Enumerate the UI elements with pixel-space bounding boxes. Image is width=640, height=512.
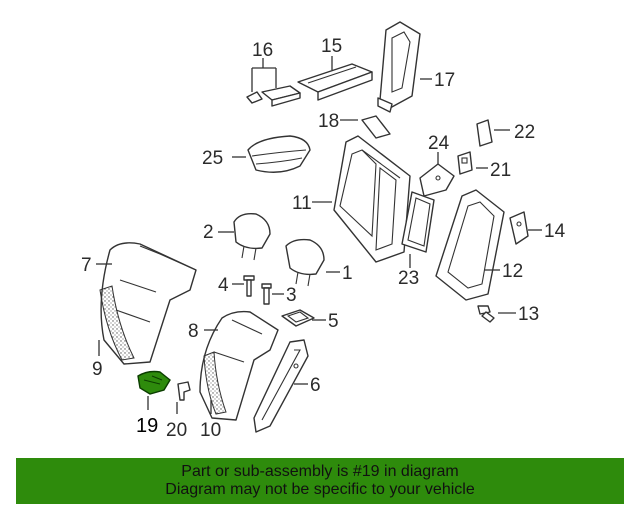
part-11-seatback-frame[interactable]	[333, 135, 411, 263]
part-19-highlighted[interactable]	[137, 370, 171, 395]
part-16-armrest-lid[interactable]	[246, 85, 301, 107]
callout-24: 24	[428, 133, 450, 154]
part-2-headrest[interactable]	[233, 212, 271, 261]
callout-25: 25	[202, 148, 223, 169]
banner-line-2: Diagram may not be specific to your vehi…	[165, 481, 475, 498]
part-4-guide[interactable]	[243, 275, 255, 297]
part-1-headrest[interactable]	[285, 238, 325, 287]
part-9-seatback-foam[interactable]	[99, 285, 135, 361]
callout-7: 7	[81, 255, 92, 276]
callout-1: 1	[342, 263, 353, 284]
callout-11: 11	[292, 193, 312, 214]
callout-15: 15	[321, 36, 342, 57]
callout-20: 20	[166, 420, 187, 441]
info-banner: Part or sub-assembly is #19 in diagram D…	[16, 458, 624, 504]
callout-12: 12	[502, 261, 523, 282]
callout-5: 5	[328, 311, 339, 332]
callout-18: 18	[318, 111, 339, 132]
callout-8: 8	[188, 321, 199, 342]
callout-6: 6	[310, 375, 321, 396]
part-10-seatback-foam[interactable]	[203, 351, 227, 415]
seat-exploded-diagram: 16 15 17 18 22 24 21 25 11 2 14 7 1 12 2…	[81, 21, 566, 441]
callout-2: 2	[203, 222, 214, 243]
part-15-armrest-tray[interactable]	[297, 63, 373, 101]
callout-19: 19	[136, 415, 158, 437]
part-21-cover[interactable]	[457, 151, 473, 175]
callout-labels: 16 15 17 18 22 24 21 25 11 2 14 7 1 12 2…	[81, 36, 566, 441]
part-22-bracket[interactable]	[476, 119, 493, 147]
callout-10: 10	[200, 420, 221, 441]
part-24-panel[interactable]	[419, 163, 455, 197]
callout-3: 3	[286, 285, 297, 306]
part-7-seatback-cover[interactable]	[100, 242, 197, 365]
part-6-side-trim[interactable]	[253, 339, 309, 433]
banner-line-1: Part or sub-assembly is #19 in diagram	[181, 463, 459, 480]
part-25-armrest-cushion[interactable]	[247, 135, 311, 173]
leader-lines	[96, 56, 542, 414]
part-5-pad[interactable]	[281, 309, 315, 327]
part-13-bolt[interactable]	[477, 305, 495, 323]
part-14-hinge-bracket[interactable]	[509, 211, 529, 245]
callout-17: 17	[434, 70, 455, 91]
callout-22: 22	[514, 122, 535, 143]
callout-14: 14	[544, 221, 566, 242]
part-3-guide[interactable]	[261, 283, 272, 305]
callout-13: 13	[518, 304, 539, 325]
part-23-board[interactable]	[401, 191, 435, 253]
callout-21: 21	[490, 160, 511, 181]
part-17-pass-through-frame[interactable]	[377, 21, 421, 113]
part-18-clip[interactable]	[361, 115, 391, 139]
callout-16: 16	[252, 40, 273, 61]
callout-9: 9	[92, 359, 103, 380]
callout-23: 23	[398, 268, 419, 289]
part-12-seatback-frame-right[interactable]	[435, 189, 505, 301]
callout-4: 4	[218, 275, 229, 296]
part-20-clip[interactable]	[177, 381, 191, 401]
